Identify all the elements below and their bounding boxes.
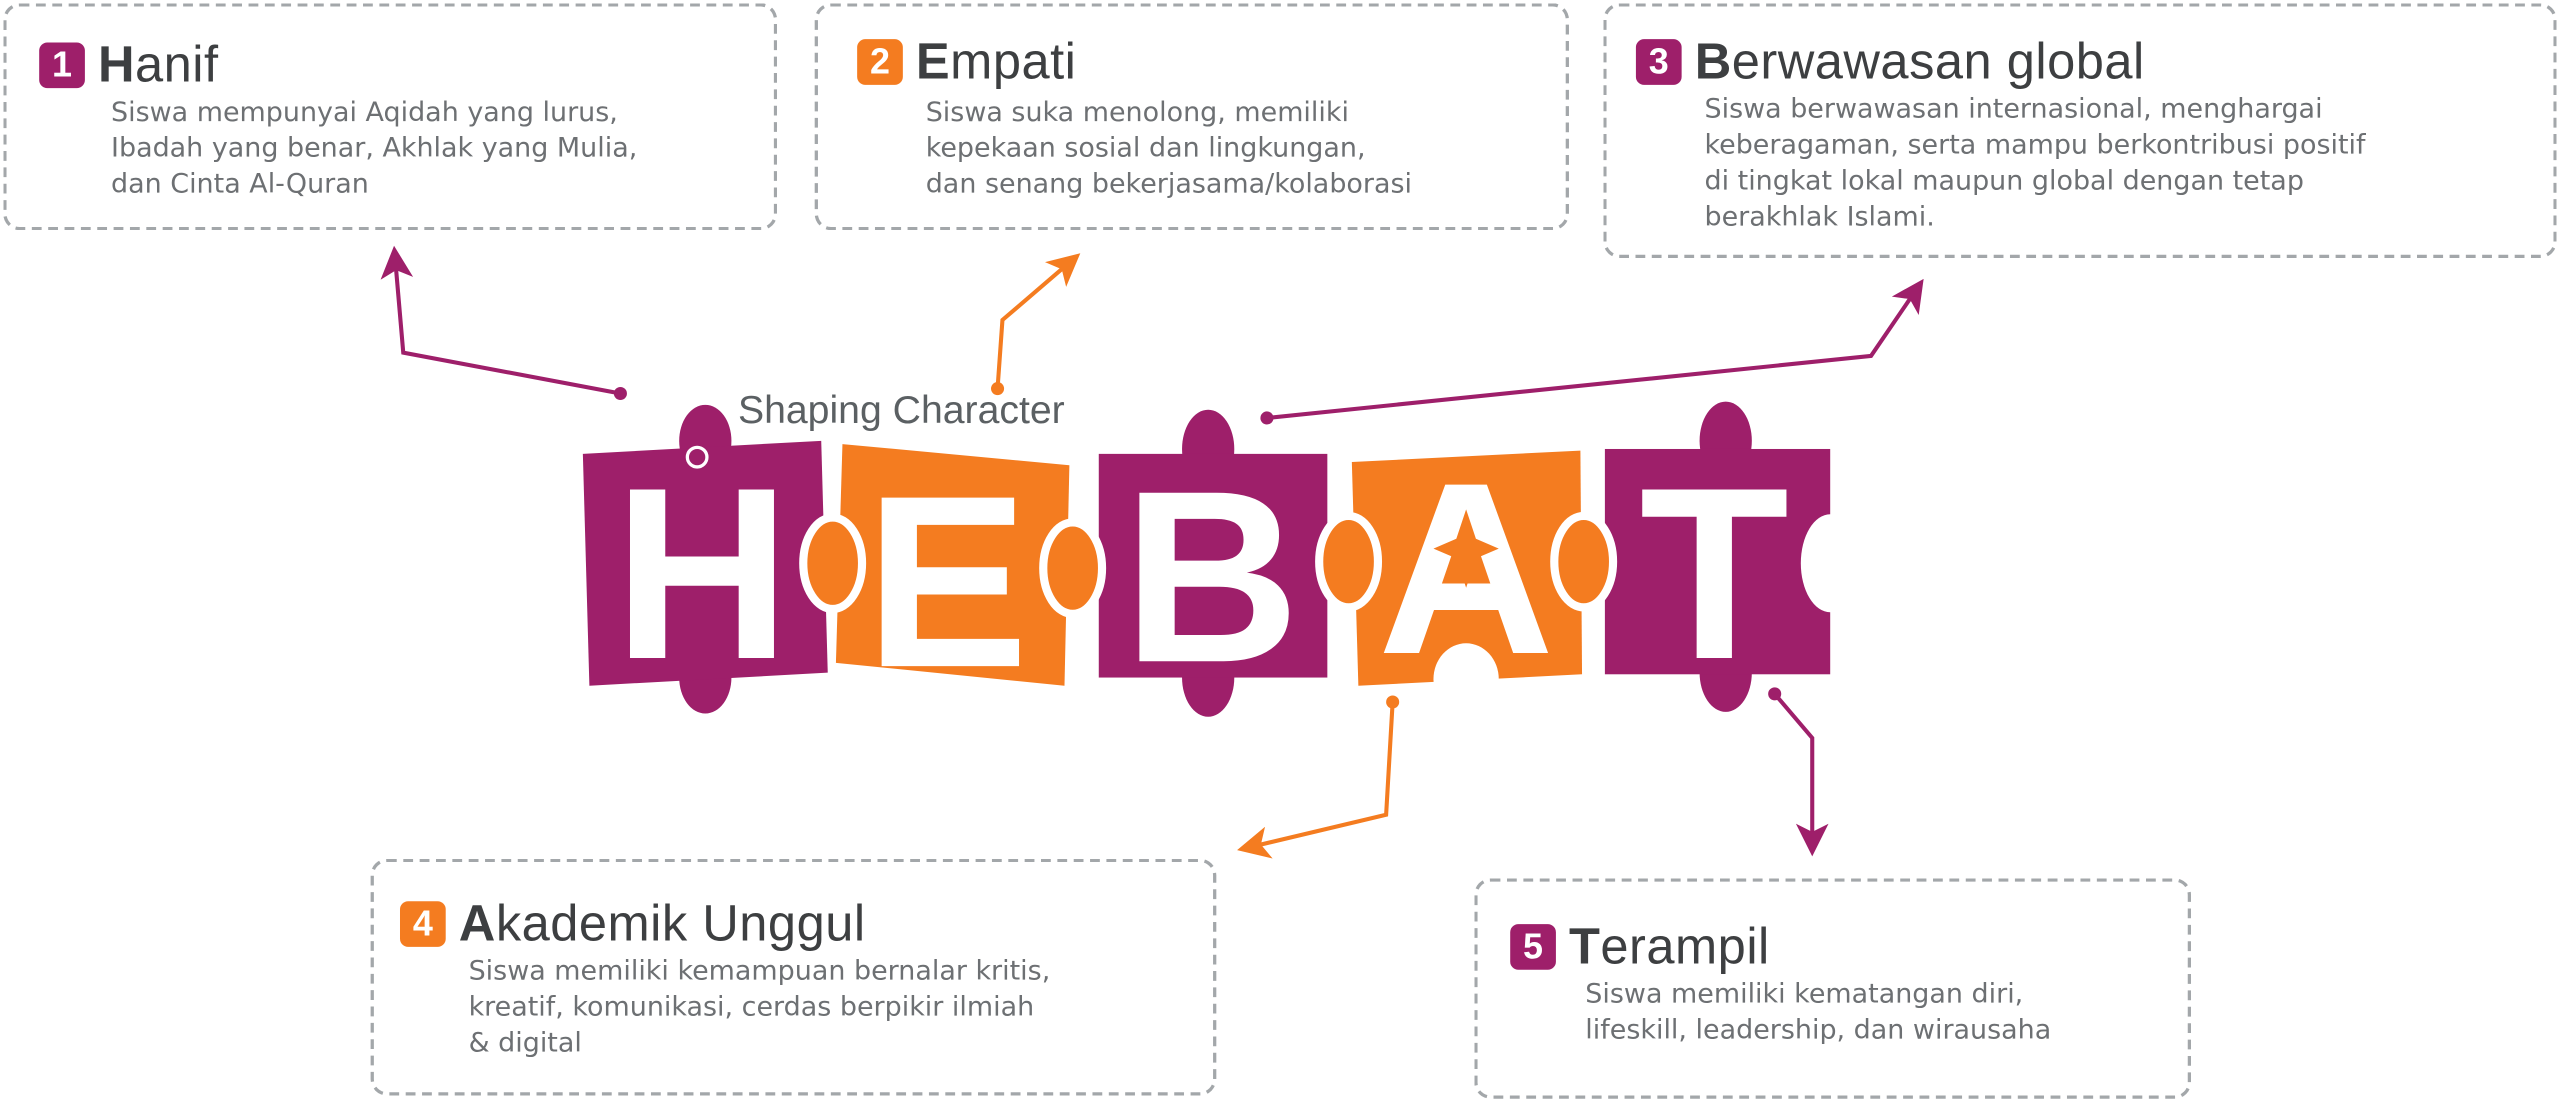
- card-hanif: 1 Hanif Siswa mempunyai Aqidah yang luru…: [3, 3, 778, 231]
- card-title: Empati: [915, 32, 1077, 90]
- logo-letter-h: H: [614, 436, 791, 710]
- logo-letter-t: T: [1639, 436, 1789, 710]
- crescent-star-icon: [685, 445, 709, 469]
- number-badge: 1: [39, 42, 85, 89]
- card-title: Berwawasan global: [1694, 32, 2145, 90]
- puzzle-piece-b: [1098, 409, 1328, 717]
- number-badge: 4: [399, 901, 446, 947]
- logo-letter-b: B: [1123, 439, 1300, 713]
- connector-akademik: [1237, 695, 1400, 859]
- card-empati: 2 Empati Siswa suka menolong, memiliki k…: [814, 3, 1569, 231]
- card-akademik-unggul: 4 Akademik Unggul Siswa memiliki kemampu…: [370, 858, 1217, 1096]
- card-title: Terampil: [1568, 917, 1770, 975]
- connector-berwawasan: [1260, 278, 1924, 425]
- card-description: Siswa mempunyai Aqidah yang lurus, Ibada…: [111, 96, 638, 200]
- card-description: Siswa memiliki kemampuan bernalar kritis…: [468, 955, 1051, 1058]
- puzzle-piece-t: [1604, 401, 1860, 712]
- puzzle-piece-e: [799, 444, 1107, 686]
- number-badge: 5: [1510, 924, 1556, 970]
- number-badge: 3: [1635, 39, 1682, 85]
- number-badge: 2: [857, 39, 903, 85]
- card-berwawasan-global: 3 Berwawasan global Siswa berwawasan int…: [1603, 3, 2557, 258]
- card-description: Siswa memiliki kematangan diri, lifeskil…: [1585, 977, 2052, 1045]
- puzzle-piece-h: [582, 404, 828, 714]
- connector-terampil: [1768, 687, 1829, 857]
- card-title: Akademik Unggul: [458, 894, 866, 952]
- logo-letter-e: E: [865, 444, 1028, 718]
- card-title: Hanif: [97, 35, 219, 94]
- connector-empati: [991, 253, 1081, 396]
- card-description: Siswa berwawasan internasional, mengharg…: [1704, 93, 2366, 232]
- logo-tagline: Shaping Character: [737, 388, 1065, 433]
- star-icon: [1433, 509, 1499, 588]
- connector-hanif: [380, 245, 627, 400]
- card-terampil: 5 Terampil Siswa memiliki kematangan dir…: [1474, 878, 2192, 1099]
- card-description: Siswa suka menolong, memiliki kepekaan s…: [925, 96, 1413, 200]
